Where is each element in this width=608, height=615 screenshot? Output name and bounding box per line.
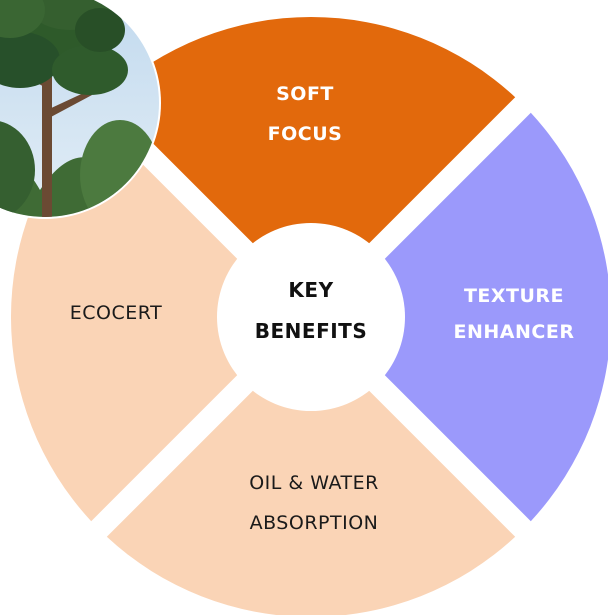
center-circle <box>217 223 405 411</box>
oil-water-label-line1: OIL & WATER <box>249 472 379 494</box>
texture-enhancer-label-line2: ENHANCER <box>454 321 575 343</box>
soft-focus-label-line2: FOCUS <box>268 123 343 145</box>
segment-texture-enhancer <box>379 112 608 522</box>
segment-oil-water-absorption <box>106 385 516 615</box>
center-label-line1: KEY <box>288 278 333 302</box>
texture-enhancer-label-line1: TEXTURE <box>464 285 564 307</box>
center-label-line2: BENEFITS <box>255 319 367 343</box>
segment-soft-focus <box>106 16 516 249</box>
ecocert-label: ECOCERT <box>70 302 162 324</box>
soft-focus-label-line1: SOFT <box>276 83 334 105</box>
oil-water-label-line2: ABSORPTION <box>250 512 379 534</box>
